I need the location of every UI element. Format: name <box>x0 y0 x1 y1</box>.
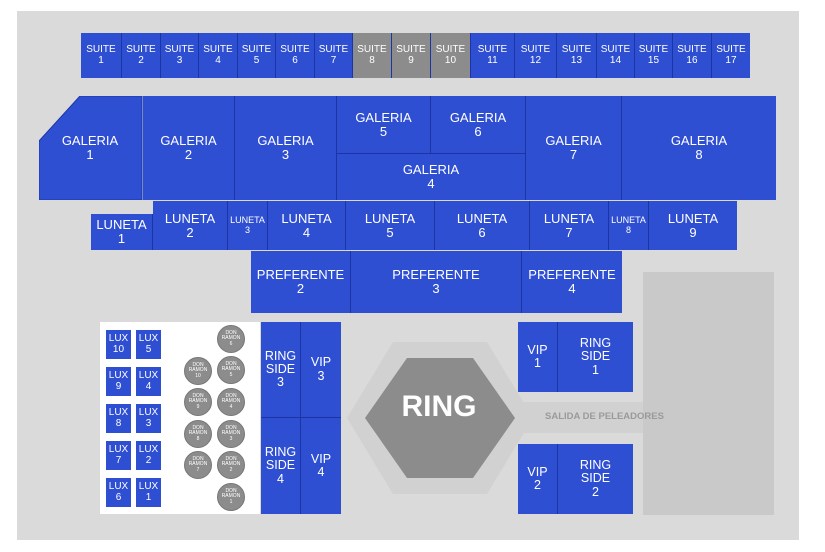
exit-area <box>643 272 774 515</box>
suite-16[interactable]: SUITE 16 <box>673 33 712 78</box>
suite-6[interactable]: SUITE 6 <box>276 33 315 78</box>
suite-5[interactable]: SUITE 5 <box>238 33 276 78</box>
don-ramon-5[interactable]: DON RAMON 5 <box>217 356 245 384</box>
galeria-4[interactable]: GALERIA 4 <box>337 154 526 200</box>
suite-11[interactable]: SUITE 11 <box>471 33 515 78</box>
luneta-2[interactable]: LUNETA 2 <box>153 201 228 250</box>
luneta-4[interactable]: LUNETA 4 <box>268 201 346 250</box>
suite-17[interactable]: SUITE 17 <box>712 33 750 78</box>
galeria-7[interactable]: GALERIA 7 <box>526 96 622 200</box>
galeria-6[interactable]: GALERIA 6 <box>431 96 526 154</box>
galeria-2[interactable]: GALERIA 2 <box>143 96 235 200</box>
luneta-6[interactable]: LUNETA 6 <box>435 201 530 250</box>
ring-label: RING <box>401 390 477 423</box>
lux-2[interactable]: LUX 2 <box>136 441 161 470</box>
suite-1[interactable]: SUITE 1 <box>81 33 122 78</box>
preferente-4[interactable]: PREFERENTE 4 <box>522 251 622 313</box>
vip-1[interactable]: VIP 1 <box>518 322 558 392</box>
ringside-4[interactable]: RING SIDE 4 <box>261 418 301 514</box>
don-ramon-4[interactable]: DON RAMON 4 <box>217 388 245 416</box>
don-ramon-7[interactable]: DON RAMON 7 <box>184 451 212 479</box>
luneta-3[interactable]: LUNETA 3 <box>228 201 268 250</box>
vip-3[interactable]: VIP 3 <box>301 322 341 418</box>
don-ramon-10[interactable]: DON RAMON 10 <box>184 357 212 385</box>
lux-3[interactable]: LUX 3 <box>136 404 161 433</box>
ringside-2[interactable]: RING SIDE 2 <box>558 444 633 514</box>
ringside-3[interactable]: RING SIDE 3 <box>261 322 301 418</box>
don-ramon-6[interactable]: DON RAMON 6 <box>217 325 245 353</box>
suite-3[interactable]: SUITE 3 <box>161 33 199 78</box>
don-ramon-2[interactable]: DON RAMON 2 <box>217 451 245 479</box>
lux-8[interactable]: LUX 8 <box>106 404 131 433</box>
luneta-7[interactable]: LUNETA 7 <box>530 201 609 250</box>
lux-9[interactable]: LUX 9 <box>106 367 131 396</box>
luneta-9[interactable]: LUNETA 9 <box>649 201 737 250</box>
suite-14[interactable]: SUITE 14 <box>597 33 635 78</box>
lux-4[interactable]: LUX 4 <box>136 367 161 396</box>
luneta-5[interactable]: LUNETA 5 <box>346 201 435 250</box>
vip-2[interactable]: VIP 2 <box>518 444 558 514</box>
lux-6[interactable]: LUX 6 <box>106 478 131 507</box>
ringside-1[interactable]: RING SIDE 1 <box>558 322 633 392</box>
lux-5[interactable]: LUX 5 <box>136 330 161 359</box>
lux-1[interactable]: LUX 1 <box>136 478 161 507</box>
don-ramon-1[interactable]: DON RAMON 1 <box>217 483 245 511</box>
don-ramon-3[interactable]: DON RAMON 3 <box>217 420 245 448</box>
suite-2[interactable]: SUITE 2 <box>122 33 161 78</box>
suite-13[interactable]: SUITE 13 <box>557 33 597 78</box>
suite-9[interactable]: SUITE 9 <box>392 33 431 78</box>
suite-8[interactable]: SUITE 8 <box>353 33 392 78</box>
lux-10[interactable]: LUX 10 <box>106 330 131 359</box>
suite-15[interactable]: SUITE 15 <box>635 33 673 78</box>
don-ramon-8[interactable]: DON RAMON 8 <box>184 420 212 448</box>
suite-12[interactable]: SUITE 12 <box>515 33 557 78</box>
lux-7[interactable]: LUX 7 <box>106 441 131 470</box>
suite-10[interactable]: SUITE 10 <box>431 33 471 78</box>
galeria-1[interactable]: GALERIA 1 <box>61 133 119 162</box>
galeria-8[interactable]: GALERIA 8 <box>622 96 776 200</box>
luneta-1[interactable]: LUNETA 1 <box>91 214 153 250</box>
vip-4[interactable]: VIP 4 <box>301 418 341 514</box>
galeria-5[interactable]: GALERIA 5 <box>337 96 431 154</box>
ring-hexagon <box>347 342 533 494</box>
luneta-8[interactable]: LUNETA 8 <box>609 201 649 250</box>
don-ramon-9[interactable]: DON RAMON 9 <box>184 388 212 416</box>
preferente-3[interactable]: PREFERENTE 3 <box>351 251 522 313</box>
galeria-1-shape <box>39 96 143 200</box>
exit-label: SALIDA DE PELEADORES <box>545 411 664 422</box>
suite-7[interactable]: SUITE 7 <box>315 33 353 78</box>
preferente-2[interactable]: PREFERENTE 2 <box>251 251 351 313</box>
galeria-3[interactable]: GALERIA 3 <box>235 96 337 200</box>
suite-4[interactable]: SUITE 4 <box>199 33 238 78</box>
